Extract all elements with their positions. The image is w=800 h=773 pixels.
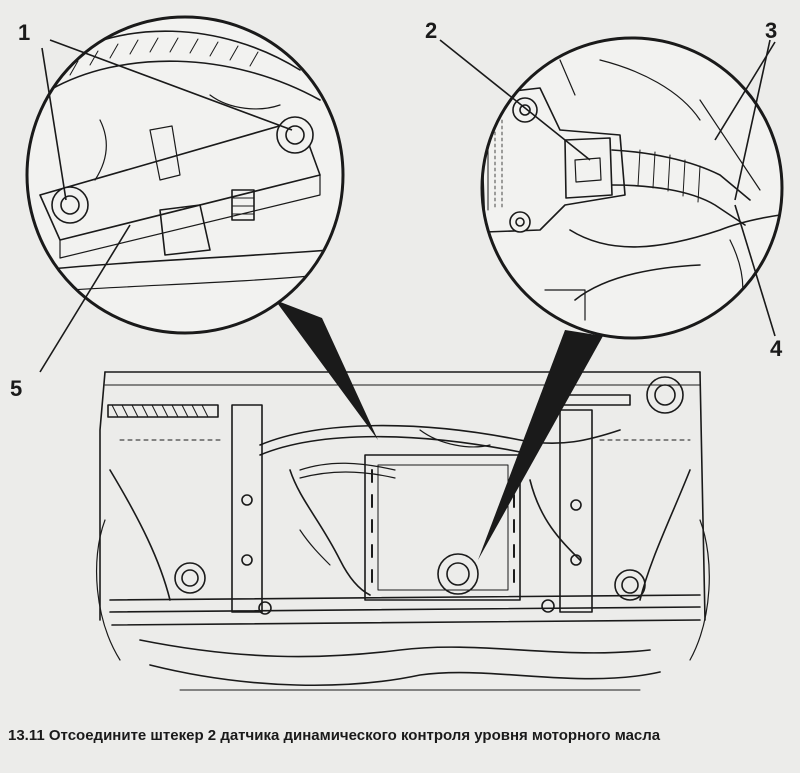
left-pointer-wedge xyxy=(275,300,378,440)
figure-number: 13.11 xyxy=(8,727,45,744)
engine-sensor-diagram xyxy=(25,15,784,691)
right-detail-circle xyxy=(439,36,784,340)
left-detail-circle xyxy=(25,15,345,373)
caption-text: Отсоедините штекер 2 датчика динамическо… xyxy=(48,727,661,744)
callout-5: 5 xyxy=(10,376,23,401)
callout-1: 1 xyxy=(18,20,31,45)
callout-3: 3 xyxy=(765,18,778,43)
callout-2: 2 xyxy=(425,18,438,43)
right-pointer-wedge xyxy=(478,330,603,560)
magnifier-pointers xyxy=(275,300,603,560)
callout-4: 4 xyxy=(770,336,783,361)
engine-bay-drawing xyxy=(95,371,710,691)
figure-caption: 13.11 Отсоедините штекер 2 датчика динам… xyxy=(8,727,794,745)
